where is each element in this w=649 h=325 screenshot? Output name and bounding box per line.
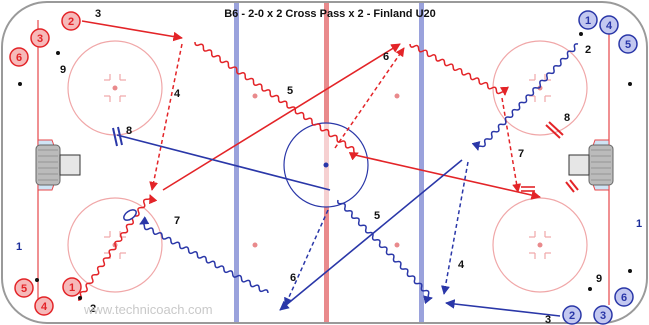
seq-number: 7 bbox=[174, 215, 180, 227]
neutral-dot bbox=[252, 93, 258, 99]
neutral-dot bbox=[252, 242, 258, 248]
player-marker-icon[interactable]: 3 bbox=[30, 28, 50, 48]
neutral-dot bbox=[394, 93, 400, 99]
puck-icon bbox=[588, 287, 592, 291]
player-label: 1 bbox=[585, 15, 591, 27]
puck-icon bbox=[579, 32, 583, 36]
red-skate-dashed bbox=[501, 97, 522, 193]
red-carry-wavy bbox=[194, 41, 359, 161]
blue-line-left bbox=[234, 3, 239, 322]
neutral-dot bbox=[394, 242, 400, 248]
player-marker-icon[interactable]: 5 bbox=[14, 278, 34, 298]
goal-net-icon bbox=[568, 144, 614, 186]
blue-pass-line bbox=[279, 159, 463, 311]
player-label: 5 bbox=[21, 283, 27, 295]
red-pass-line bbox=[354, 154, 541, 200]
player-label: 3 bbox=[37, 33, 43, 45]
seq-number: 2 bbox=[585, 44, 591, 56]
red-carry-wavy bbox=[409, 43, 509, 96]
blue-pass-line bbox=[116, 134, 331, 191]
blue-pass-line bbox=[445, 299, 561, 317]
stop-mark-icon bbox=[112, 126, 123, 147]
seq-number: 9 bbox=[596, 273, 602, 285]
player-label: 6 bbox=[16, 52, 22, 64]
puck-icon bbox=[78, 296, 82, 300]
puck-icon bbox=[35, 278, 39, 282]
seq-number: 9 bbox=[60, 64, 66, 76]
seq-number: 8 bbox=[564, 112, 570, 124]
blue-skate-dashed bbox=[284, 209, 329, 307]
puck-icon bbox=[628, 269, 632, 273]
player-label: 2 bbox=[569, 310, 575, 322]
seq-number: 6 bbox=[383, 51, 389, 63]
seq-number: 1 bbox=[16, 241, 22, 253]
puck-icon bbox=[123, 209, 137, 221]
seq-number: 2 bbox=[90, 303, 96, 315]
seq-number: 7 bbox=[518, 148, 524, 160]
red-carry-wavy bbox=[77, 194, 158, 301]
seq-number: 8 bbox=[126, 125, 132, 137]
stop-mark-icon bbox=[565, 179, 579, 193]
player-marker-icon[interactable]: 3 bbox=[593, 305, 613, 325]
player-marker-icon[interactable]: 1 bbox=[578, 10, 598, 30]
red-pass-line bbox=[81, 20, 183, 42]
player-marker-icon[interactable]: 4 bbox=[599, 15, 619, 35]
seq-number: 3 bbox=[95, 8, 101, 20]
goal-net-icon bbox=[35, 144, 81, 186]
diagram-title: B6 - 2-0 x 2 Cross Pass x 2 - Finland U2… bbox=[224, 8, 436, 20]
player-marker-icon[interactable]: 6 bbox=[9, 47, 29, 67]
seq-number: 4 bbox=[174, 88, 181, 100]
seq-number: 3 bbox=[545, 314, 551, 325]
blue-carry-wavy bbox=[337, 199, 433, 305]
blue-carry-wavy bbox=[471, 43, 579, 151]
player-label: 2 bbox=[68, 16, 74, 28]
player-label: 1 bbox=[69, 282, 75, 294]
player-label: 5 bbox=[625, 39, 631, 51]
player-marker-icon[interactable]: 5 bbox=[618, 34, 638, 54]
watermark: www.technicoach.com bbox=[84, 302, 213, 317]
seq-number: 5 bbox=[374, 210, 380, 222]
blue-carry-wavy bbox=[139, 216, 269, 294]
puck-icon bbox=[18, 82, 22, 86]
center-dot bbox=[323, 162, 329, 168]
seq-number: 4 bbox=[458, 259, 465, 271]
blue-skate-dashed bbox=[441, 161, 469, 295]
player-label: 4 bbox=[41, 301, 48, 313]
puck-icon bbox=[56, 51, 60, 55]
puck-icon bbox=[628, 82, 632, 86]
player-label: 3 bbox=[600, 310, 606, 322]
red-skate-dashed bbox=[149, 43, 183, 191]
player-label: 6 bbox=[621, 292, 627, 304]
red-long-pass bbox=[162, 43, 401, 191]
stop-mark-icon bbox=[521, 186, 535, 192]
player-label: 4 bbox=[606, 20, 613, 32]
player-marker-icon[interactable]: 2 bbox=[562, 305, 582, 325]
seq-number: 6 bbox=[290, 272, 296, 284]
player-marker-icon[interactable]: 1 bbox=[62, 277, 82, 297]
player-marker-icon[interactable]: 4 bbox=[34, 296, 54, 316]
seq-number: 1 bbox=[636, 218, 642, 230]
player-marker-icon[interactable]: 6 bbox=[614, 287, 634, 307]
red-skate-dashed bbox=[334, 47, 405, 149]
seq-number: 5 bbox=[287, 85, 293, 97]
stop-mark-icon bbox=[545, 121, 564, 139]
player-marker-icon[interactable]: 2 bbox=[61, 11, 81, 31]
blue-line-right bbox=[419, 3, 424, 322]
